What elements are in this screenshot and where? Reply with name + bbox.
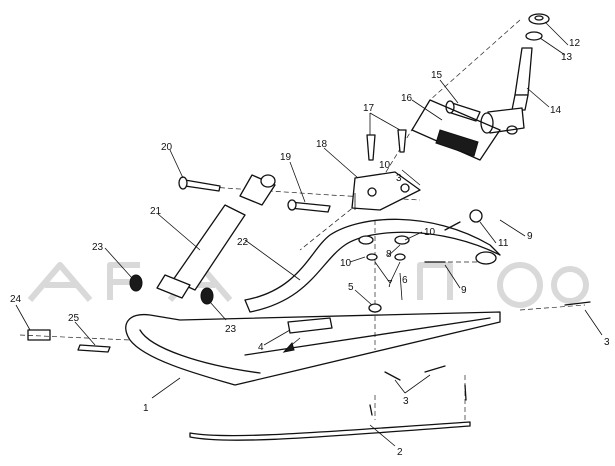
callout-10c: 10 [340,258,352,269]
part-24 [27,329,51,341]
callout-23b: 23 [225,324,237,335]
callout-3b: 3 [403,396,409,407]
callout-1: 1 [143,403,149,414]
callout-15: 15 [431,70,443,81]
part-25 [77,344,111,353]
hardware-7-11 [358,209,497,265]
pin-19 [287,199,331,213]
callout-labels: 1 2 3 3 3 4 5 6 7 8 9 9 10 10 10 11 12 1… [10,38,610,458]
callout-4: 4 [258,342,264,353]
callout-20: 20 [161,142,173,153]
leader-lines [15,21,603,447]
damper-23a [129,274,143,292]
callout-12: 12 [569,38,581,49]
callout-21: 21 [150,206,162,217]
callout-10b: 10 [424,227,436,238]
callout-14: 14 [550,105,562,116]
spindle-14 [480,47,533,135]
cap-12 [528,13,550,25]
pad-16 [411,99,501,161]
watermark-logo [27,262,589,308]
callout-3a: 3 [604,337,610,348]
callout-8: 8 [386,249,392,260]
callout-10a: 10 [379,160,391,171]
callout-5: 5 [348,282,354,293]
callout-25: 25 [68,313,80,324]
callout-24: 24 [10,294,22,305]
callout-13: 13 [561,52,573,63]
callout-9b: 9 [461,285,467,296]
callout-19: 19 [280,152,292,163]
callout-2: 2 [397,447,403,458]
bolts-17 [366,129,407,161]
callout-23a: 23 [92,242,104,253]
callout-6: 6 [402,275,408,286]
saddle-22 [244,218,501,313]
damper-23b [200,287,214,305]
ski-1 [125,311,501,386]
bolt-20 [178,176,221,192]
callout-16: 16 [401,93,413,104]
callout-9a: 9 [527,231,533,242]
callout-7: 7 [387,279,393,290]
shock-21 [156,174,276,299]
spacer-4 [287,317,333,334]
washer-13 [525,31,543,41]
bracket-18 [351,171,421,211]
callout-3c: 3 [396,173,402,184]
callout-18: 18 [316,139,328,150]
nut-5 [368,303,382,313]
wear-bar-2 [189,384,471,441]
bushing-15 [445,100,481,122]
callout-22: 22 [237,237,249,248]
callout-17: 17 [363,103,375,114]
callout-11: 11 [498,238,509,249]
direction-arrow [282,337,301,353]
studs-3 [384,301,591,381]
